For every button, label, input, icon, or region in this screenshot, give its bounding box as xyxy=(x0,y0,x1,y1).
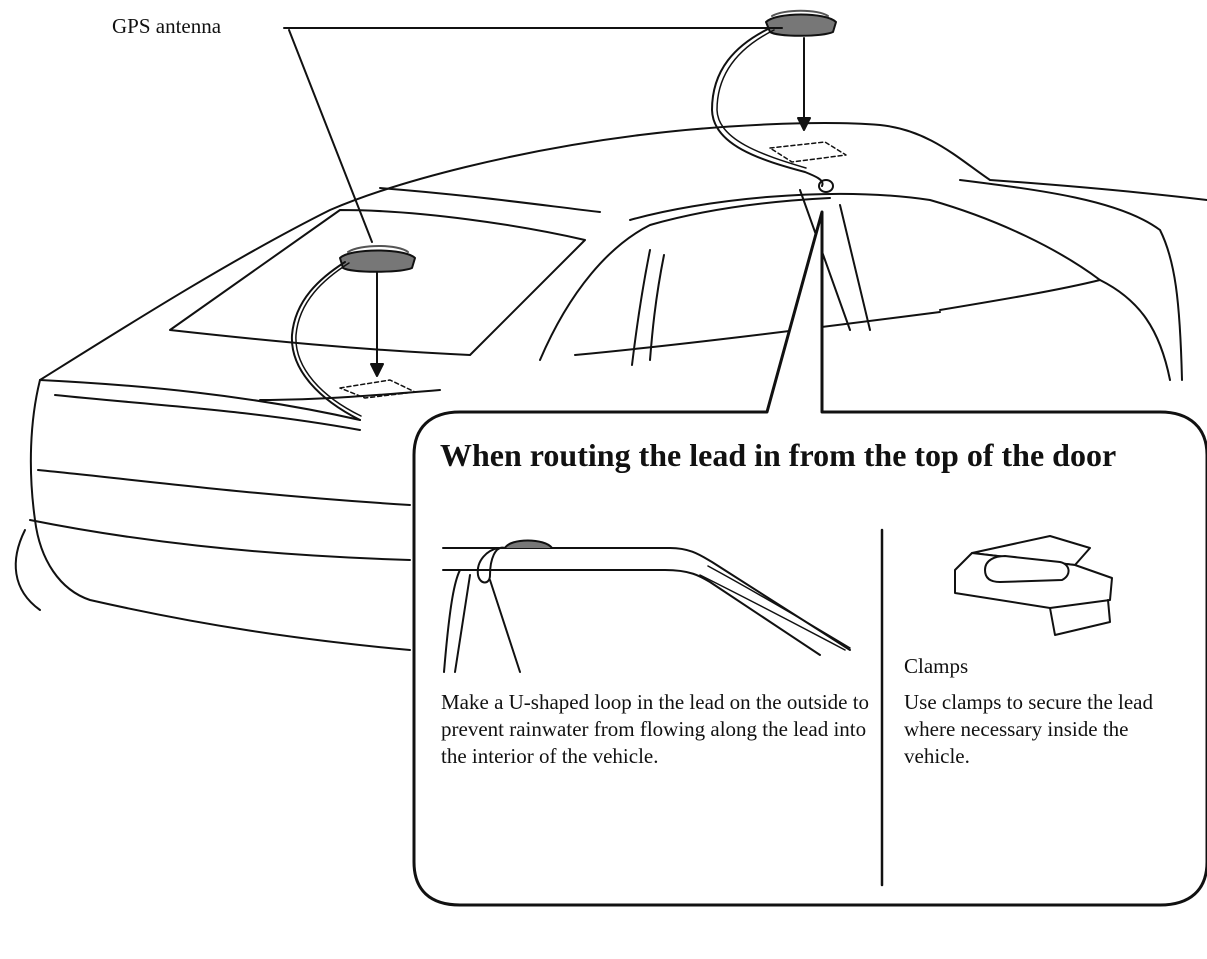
antenna-roof xyxy=(711,9,847,193)
car-illustration xyxy=(14,122,1207,651)
loop-note: Make a U-shaped loop in the lead on the … xyxy=(441,690,870,768)
gps-antenna-label: GPS antenna xyxy=(112,14,222,38)
clamps-title: Clamps xyxy=(904,654,969,678)
clamps-note: Use clamps to secure the lead where nece… xyxy=(904,690,1153,768)
antenna-rear xyxy=(290,245,416,421)
clamp-inset xyxy=(954,535,1113,636)
routing-heading: When routing the lead in from the top of… xyxy=(440,437,1117,473)
routing-callout xyxy=(412,210,1207,907)
door-top-inset xyxy=(442,539,851,673)
gps-antenna-leaders xyxy=(283,27,783,243)
